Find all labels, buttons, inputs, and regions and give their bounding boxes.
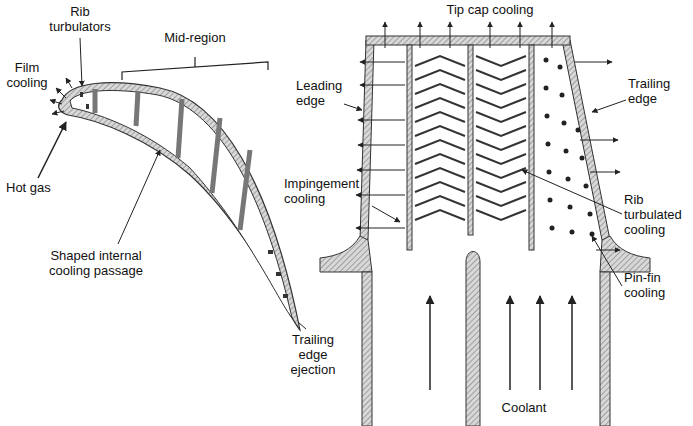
part-label: Leading edge bbox=[296, 78, 356, 108]
part-label: Mid-region bbox=[150, 30, 240, 45]
part-label: Hot gas bbox=[6, 180, 66, 195]
part-label: Coolant bbox=[484, 400, 564, 415]
part-label: Impingement cooling bbox=[284, 176, 374, 206]
part-label: Film cooling bbox=[2, 60, 52, 90]
part-label: Rib turbulators bbox=[40, 4, 120, 34]
part-label: Rib turbulated cooling bbox=[624, 192, 690, 237]
part-label: Trailing edge ejection bbox=[282, 332, 344, 377]
part-label: Shaped internal cooling passage bbox=[40, 248, 152, 278]
part-label: Tip cap cooling bbox=[420, 2, 560, 17]
part-label: Pin-fin cooling bbox=[624, 270, 690, 300]
part-label: Trailing edge bbox=[628, 76, 690, 106]
